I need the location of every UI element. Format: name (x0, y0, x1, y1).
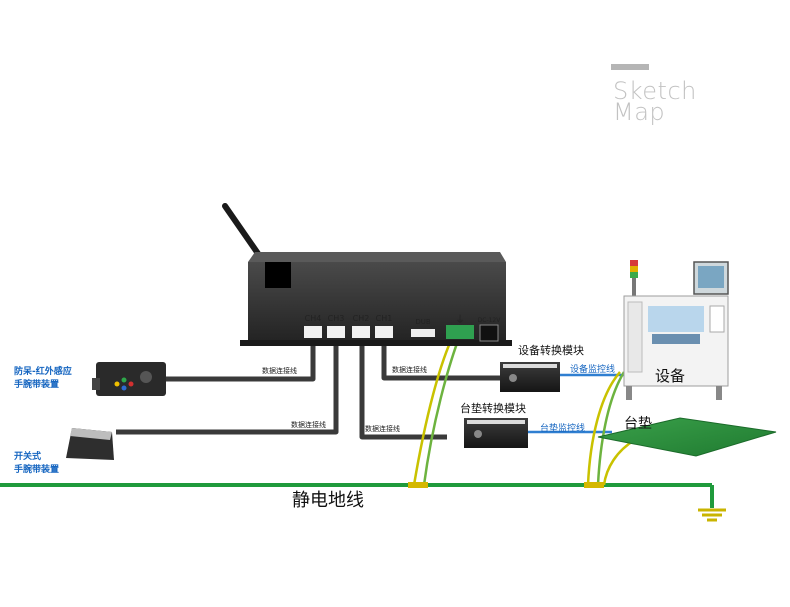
equipment-machine (623, 260, 729, 400)
cable-label-ch2: 数据连接线 (365, 424, 400, 433)
ground-clamps (408, 482, 604, 488)
cable-label-ch1: 数据连接线 (392, 365, 427, 374)
switch-wrist-device (66, 428, 114, 460)
ir-wrist-device (92, 362, 166, 396)
port-ch4-label: CH4 (305, 314, 322, 323)
ir-wrist-label-line1: 防呆-红外感应 (14, 365, 72, 377)
esd-mat (597, 417, 777, 457)
ir-wrist-label: 防呆-红外感应手腕带装置 (14, 365, 72, 390)
equipment-monitor-label: 设备监控线 (570, 363, 615, 375)
equipment-module (500, 362, 560, 392)
ground-icon (698, 508, 726, 522)
watermark-line1: Sketch (613, 77, 697, 105)
watermark-bar (611, 64, 649, 70)
data-cables (116, 333, 500, 440)
signal-light-icon (630, 260, 638, 266)
ground-line-label: 静电地线 (292, 490, 364, 511)
port-ground-label: ⏚ (455, 314, 465, 326)
port-ch2-label: CH2 (353, 314, 370, 323)
cable-label-ch3: 数据连接线 (291, 420, 326, 429)
mat-label: 台垫 (624, 416, 652, 432)
port-ch3-label: CH3 (328, 314, 345, 323)
port-dc-label: DC-12V (478, 317, 502, 324)
equipment-module-label: 设备转换模块 (518, 343, 584, 357)
hub-device (222, 203, 512, 346)
watermark-line2: Map (613, 98, 666, 126)
equipment-label: 设备 (655, 367, 685, 385)
switch-wrist-label-line1: 开关式 (14, 450, 41, 462)
switch-wrist-label: 开关式手腕带装置 (14, 450, 59, 475)
mat-module-label: 台垫转换模块 (460, 401, 526, 415)
port-ch1-label: CH1 (376, 314, 393, 323)
switch-wrist-label-line2: 手腕带装置 (14, 463, 59, 475)
ir-wrist-label-line2: 手腕带装置 (14, 378, 59, 390)
cable-label-ch4: 数据连接线 (262, 366, 297, 375)
mat-monitor-label: 台垫监控线 (540, 422, 585, 434)
port-dub-label: DUB (415, 318, 431, 326)
mat-module (464, 418, 528, 448)
